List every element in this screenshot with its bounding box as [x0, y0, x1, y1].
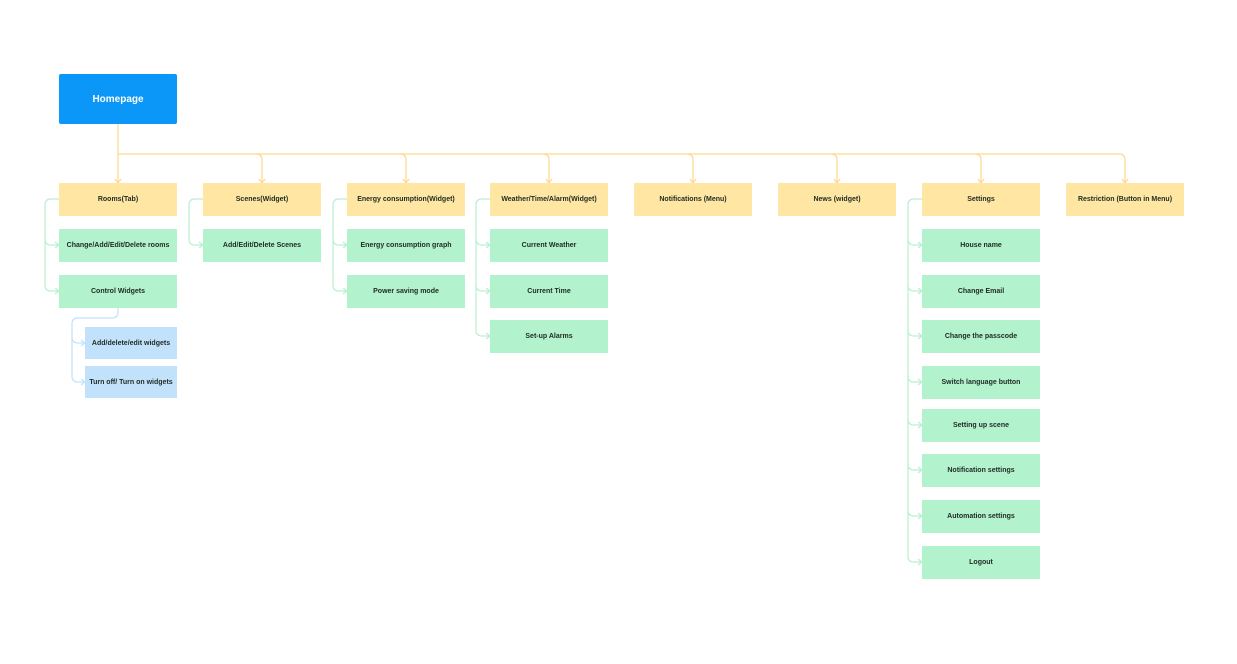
node-switch-language-button[interactable]: Switch language button	[922, 366, 1040, 399]
node-weather-time-alarm-widget[interactable]: Weather/Time/Alarm(Widget)	[490, 183, 608, 216]
connector-to-child	[907, 238, 922, 246]
connector-sub-branch	[71, 308, 119, 376]
connector-to-child	[44, 284, 59, 292]
node-energy-consumption-widget[interactable]: Energy consumption(Widget)	[347, 183, 465, 216]
node-energy-consumption-graph[interactable]: Energy consumption graph	[347, 229, 465, 262]
node-setting-up-scene[interactable]: Setting up scene	[922, 409, 1040, 442]
node-house-name[interactable]: House name	[922, 229, 1040, 262]
connector-to-sub-child	[71, 375, 85, 383]
node-current-time[interactable]: Current Time	[490, 275, 608, 308]
node-set-up-alarms[interactable]: Set-up Alarms	[490, 320, 608, 353]
connector-to-category	[686, 153, 694, 183]
node-rooms-tab[interactable]: Rooms(Tab)	[59, 183, 177, 216]
node-current-weather[interactable]: Current Weather	[490, 229, 608, 262]
connector-branch	[475, 198, 490, 330]
node-scenes-widget[interactable]: Scenes(Widget)	[203, 183, 321, 216]
connector-to-child	[907, 418, 922, 426]
node-logout[interactable]: Logout	[922, 546, 1040, 579]
connector-to-category	[974, 153, 982, 183]
connector-to-child	[907, 555, 922, 563]
connector-to-child	[907, 463, 922, 471]
node-turn-off-on-widgets[interactable]: Turn off/ Turn on widgets	[85, 366, 177, 398]
node-control-widgets[interactable]: Control Widgets	[59, 275, 177, 308]
node-automation-settings[interactable]: Automation settings	[922, 500, 1040, 533]
node-change-add-edit-delete-rooms[interactable]: Change/Add/Edit/Delete rooms	[59, 229, 177, 262]
connector-to-child	[475, 329, 490, 337]
node-add-edit-delete-scenes[interactable]: Add/Edit/Delete Scenes	[203, 229, 321, 262]
connector-to-child	[475, 238, 490, 246]
connector-to-child	[907, 375, 922, 383]
connector-to-category	[830, 153, 838, 183]
connector-branch	[907, 198, 922, 556]
connector-to-child	[188, 238, 203, 246]
connector-to-child	[332, 238, 347, 246]
connector-branch	[332, 198, 347, 285]
node-change-email[interactable]: Change Email	[922, 275, 1040, 308]
node-change-the-passcode[interactable]: Change the passcode	[922, 320, 1040, 353]
node-restriction-button-in-menu[interactable]: Restriction (Button in Menu)	[1066, 183, 1184, 216]
connector-to-child	[907, 509, 922, 517]
connector-to-child	[44, 238, 59, 246]
connector-branch	[188, 198, 203, 239]
node-homepage[interactable]: Homepage	[59, 74, 177, 124]
node-news-widget[interactable]: News (widget)	[778, 183, 896, 216]
node-power-saving-mode[interactable]: Power saving mode	[347, 275, 465, 308]
node-add-delete-edit-widgets[interactable]: Add/delete/edit widgets	[85, 327, 177, 359]
connector-to-category	[255, 153, 263, 183]
connector-to-category	[1118, 153, 1126, 183]
connector-to-child	[907, 329, 922, 337]
node-notifications-menu[interactable]: Notifications (Menu)	[634, 183, 752, 216]
node-settings[interactable]: Settings	[922, 183, 1040, 216]
connector-to-sub-child	[71, 336, 85, 344]
connector-branch	[44, 198, 59, 285]
connector-to-child	[907, 284, 922, 292]
connector-to-child	[475, 284, 490, 292]
node-notification-settings[interactable]: Notification settings	[922, 454, 1040, 487]
connector-to-category	[399, 153, 407, 183]
connector-to-category	[542, 153, 550, 183]
connector-to-child	[332, 284, 347, 292]
